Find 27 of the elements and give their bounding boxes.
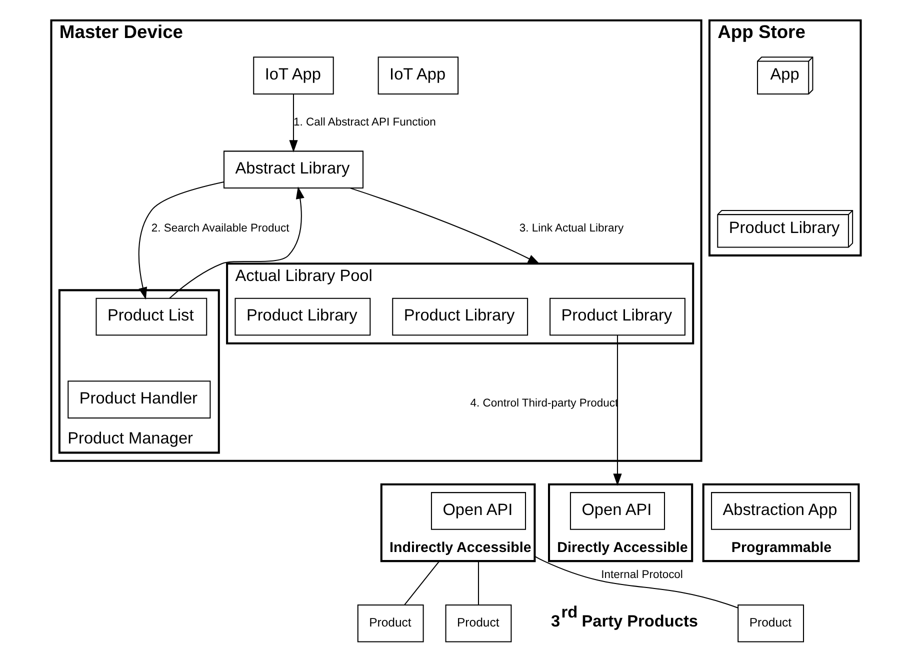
node-box: Abstraction App <box>710 492 851 530</box>
node-box: Open API <box>569 492 664 530</box>
node-box: Product Library <box>234 298 370 336</box>
connector <box>404 560 440 605</box>
node-box: Product Handler <box>67 380 210 418</box>
node-box: Product <box>444 604 512 642</box>
edge-label: 3. Link Actual Library <box>518 222 624 235</box>
connector <box>477 561 478 605</box>
edge-label: 1. Call Abstract API Function <box>292 116 436 128</box>
arrow <box>612 335 622 486</box>
connector <box>534 556 738 608</box>
node-box: Product Library <box>549 298 685 336</box>
node-box: Abstract Library <box>222 150 363 188</box>
node-box: Product <box>356 604 424 642</box>
arrow <box>138 182 224 300</box>
node-box: Product Library <box>392 298 528 336</box>
node-box: IoT App <box>377 56 458 94</box>
arrow <box>349 188 540 264</box>
edge-label: 4. Control Third-party Product <box>470 398 618 410</box>
node-box: Product <box>737 604 804 642</box>
edge-label: Internal Protocol <box>600 569 682 582</box>
arrow <box>288 94 298 152</box>
node-box: Open API <box>430 492 526 530</box>
arrow <box>168 186 304 299</box>
edge-label: 2. Search Available Product <box>150 222 289 235</box>
node-box: IoT App <box>252 56 334 94</box>
node-box: Product List <box>95 298 207 336</box>
